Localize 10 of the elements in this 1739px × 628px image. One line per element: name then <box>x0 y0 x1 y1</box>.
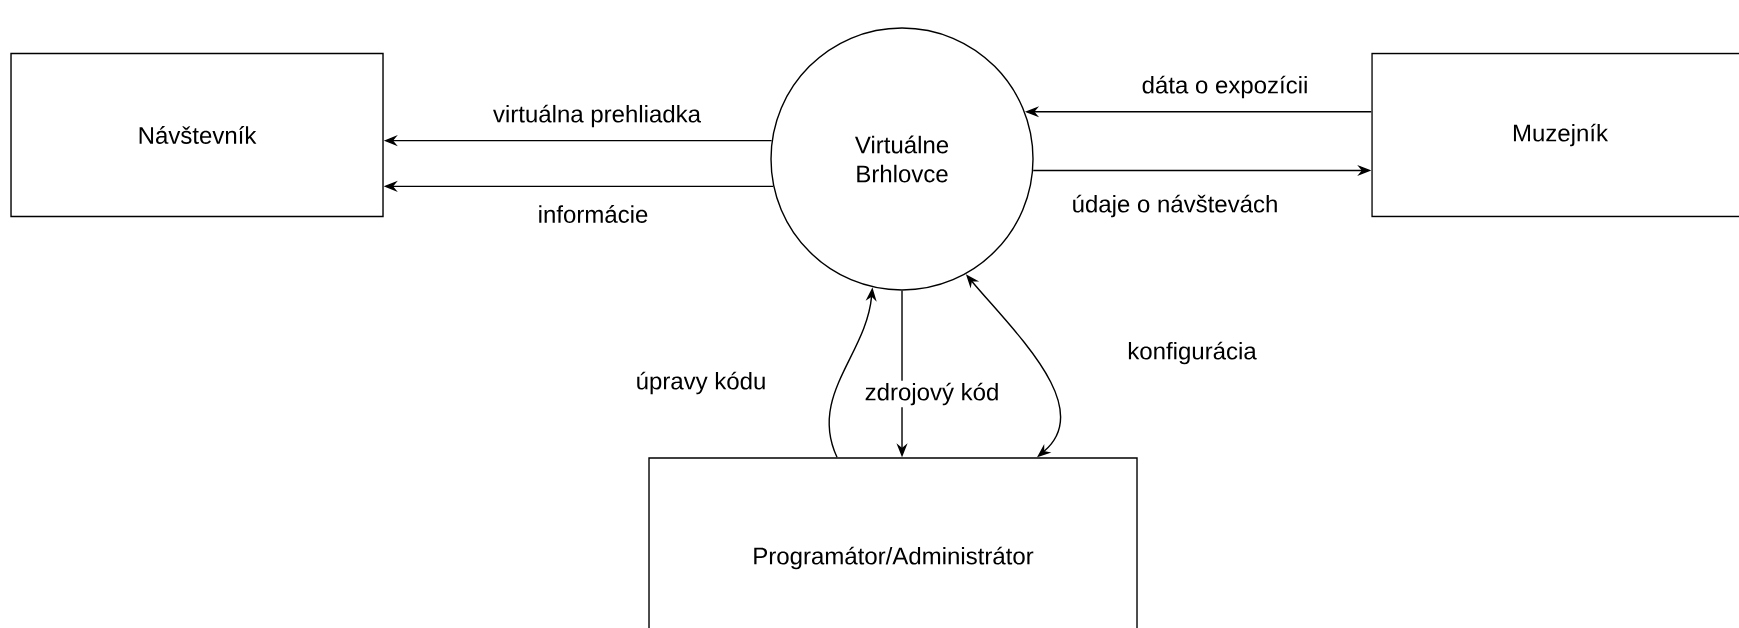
entity-box: Programátor/Administrátor <box>648 457 1138 628</box>
edge-label: virtuálna prehliadka <box>490 102 704 130</box>
edge-label: údaje o návštevách <box>1069 192 1281 220</box>
edge-label: úpravy kódu <box>633 369 769 397</box>
edge-label: konfigurácia <box>1125 339 1259 367</box>
entity-box: Muzejník <box>1371 52 1739 218</box>
entity-box: Návštevník <box>10 52 384 218</box>
edge-label: zdrojový kód <box>862 380 1002 408</box>
edge-label: informácie <box>535 203 651 225</box>
edge-label: dáta o expozícii <box>1139 73 1311 101</box>
